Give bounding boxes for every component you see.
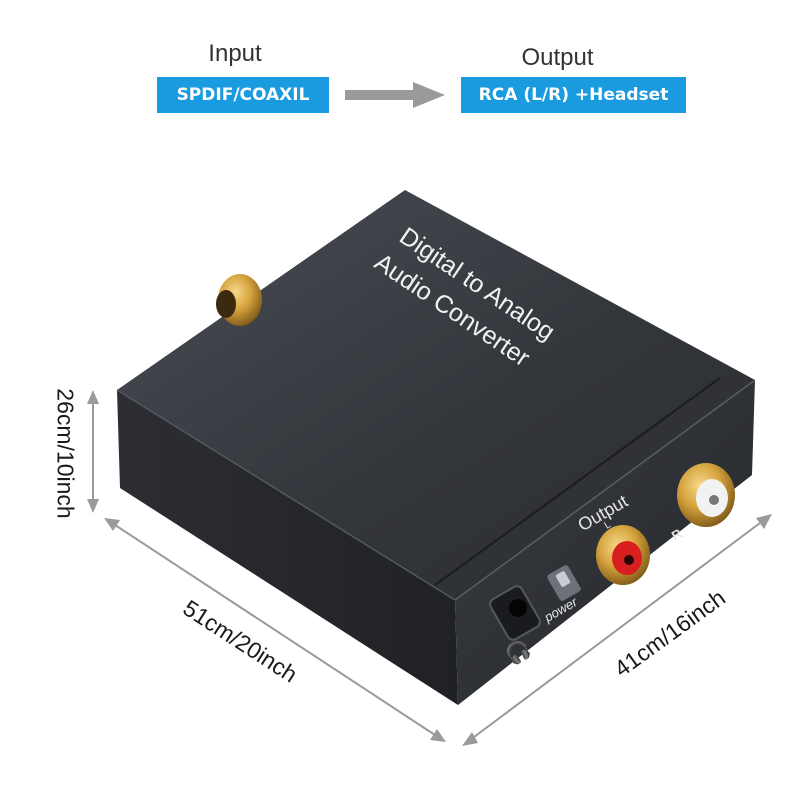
output-badge: RCA (L/R) +Headset [461,77,686,113]
height-dimension-label: 26cm/10inch [52,388,79,519]
coaxial-input-connector [216,274,262,326]
power-switch [547,565,581,601]
headphone-jack [489,585,541,641]
length-dimension-arrow [104,518,446,742]
input-caption: Input [208,40,262,67]
signal-arrow-icon [345,82,445,108]
height-dimension-arrow [87,390,99,513]
rca-right-connector [677,463,735,527]
depth-dimension-arrow [462,514,772,746]
rca-left-connector [596,525,650,585]
device-left-face [117,390,458,705]
device-top-face [117,190,755,600]
input-badge: SPDIF/COAXIL [157,77,329,113]
output-caption: Output [521,44,594,71]
